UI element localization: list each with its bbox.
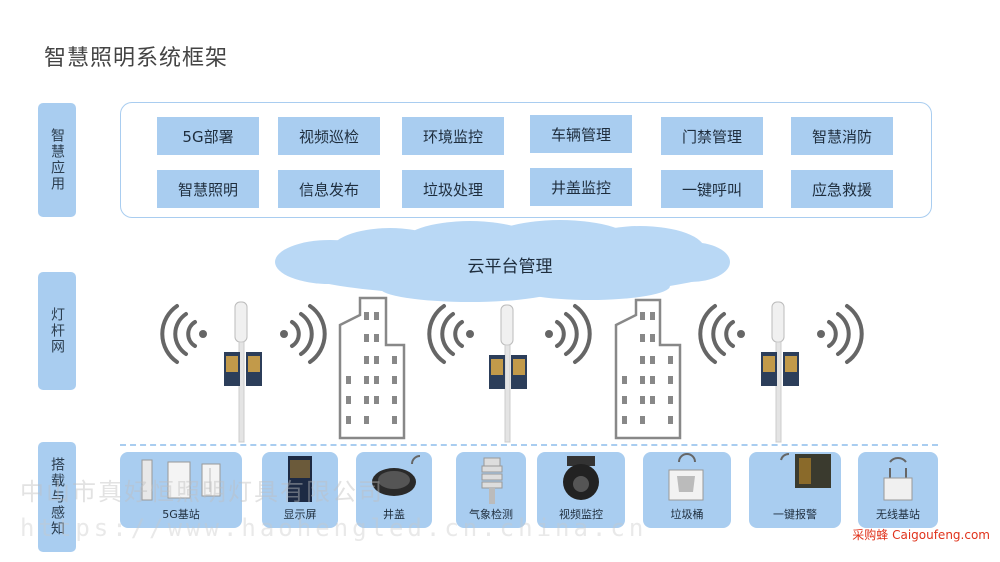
credit-text: 采购蜂 Caigoufeng.com xyxy=(852,528,990,542)
signal-dot-right-1 xyxy=(280,330,288,338)
device-weather[interactable]: 气象检测 xyxy=(456,452,526,528)
smart-pole-2 xyxy=(489,304,527,443)
watermark-url: https://www.haohengled.cn.china.cn xyxy=(20,514,648,542)
device-label: 无线基站 xyxy=(876,508,920,521)
layer-label-app-text: 智慧应用 xyxy=(49,128,65,192)
device-label: 井盖 xyxy=(383,508,405,521)
device-label: 显示屏 xyxy=(283,508,317,521)
device-label: 垃圾桶 xyxy=(670,508,704,521)
app-garbage[interactable]: 垃圾处理 xyxy=(402,170,504,208)
device-label: 5G基站 xyxy=(162,508,200,521)
device-manhole[interactable]: 井盖 xyxy=(356,452,432,528)
device-trash-bin[interactable]: 垃圾桶 xyxy=(643,452,731,528)
watermark-company: 中山市真好恒照明灯具有限公司 xyxy=(20,478,384,506)
manhole-sensor-icon xyxy=(372,455,421,496)
signal-dot-left-2 xyxy=(466,330,474,338)
app-info[interactable]: 信息发布 xyxy=(278,170,380,208)
app-environment[interactable]: 环境监控 xyxy=(402,117,504,155)
signal-dot-left-3 xyxy=(737,330,745,338)
camera-icon xyxy=(563,456,599,500)
app-video-patrol[interactable]: 视频巡检 xyxy=(278,117,380,155)
device-label: 一键报警 xyxy=(773,508,817,521)
app-5g[interactable]: 5G部署 xyxy=(157,117,259,155)
weather-sensor-icon xyxy=(481,457,503,504)
device-label: 视频监控 xyxy=(559,508,603,521)
app-fire[interactable]: 智慧消防 xyxy=(791,117,893,155)
building-2 xyxy=(614,298,682,440)
device-video[interactable]: 视频监控 xyxy=(537,452,625,528)
device-5g-station[interactable]: 5G基站 xyxy=(120,452,242,528)
signal-dot-right-3 xyxy=(817,330,825,338)
app-rescue[interactable]: 应急救援 xyxy=(791,170,893,208)
app-manhole[interactable]: 井盖监控 xyxy=(530,168,632,206)
signal-dot-right-2 xyxy=(545,330,553,338)
cloud-platform-label: 云平台管理 xyxy=(467,257,553,277)
page-title: 智慧照明系统框架 xyxy=(44,46,229,71)
layer-label-sense-text: 搭载与感知 xyxy=(49,457,65,537)
signal-icon-left-1 xyxy=(160,304,197,364)
layer-label-pole: 灯杆网 xyxy=(38,272,76,390)
wireless-station-icon xyxy=(883,457,913,501)
layer-label-app: 智慧应用 xyxy=(38,103,76,217)
layer-label-sense: 搭载与感知 xyxy=(38,442,76,552)
signal-icon-left-3 xyxy=(698,304,735,364)
alarm-box-icon xyxy=(780,453,831,488)
building-1 xyxy=(338,296,406,440)
smart-pole-1 xyxy=(224,301,262,443)
5g-station-icon xyxy=(141,459,221,501)
app-lighting[interactable]: 智慧照明 xyxy=(157,170,259,208)
layer-divider xyxy=(120,444,938,446)
smart-pole-3 xyxy=(761,301,799,443)
signal-icon-right-1 xyxy=(290,304,327,364)
signal-dot-left-1 xyxy=(199,330,207,338)
app-access[interactable]: 门禁管理 xyxy=(661,117,763,155)
device-label: 气象检测 xyxy=(469,508,513,521)
trash-bin-icon xyxy=(668,453,704,501)
signal-icon-left-2 xyxy=(427,304,464,364)
app-vehicle[interactable]: 车辆管理 xyxy=(530,115,632,153)
app-call[interactable]: 一键呼叫 xyxy=(661,170,763,208)
signal-icon-right-2 xyxy=(555,304,592,364)
device-alarm[interactable]: 一键报警 xyxy=(749,452,841,528)
device-wireless-station[interactable]: 无线基站 xyxy=(858,452,938,528)
display-screen-icon xyxy=(288,456,312,502)
layer-label-pole-text: 灯杆网 xyxy=(49,307,65,355)
signal-icon-right-3 xyxy=(827,304,864,364)
device-display[interactable]: 显示屏 xyxy=(262,452,338,528)
